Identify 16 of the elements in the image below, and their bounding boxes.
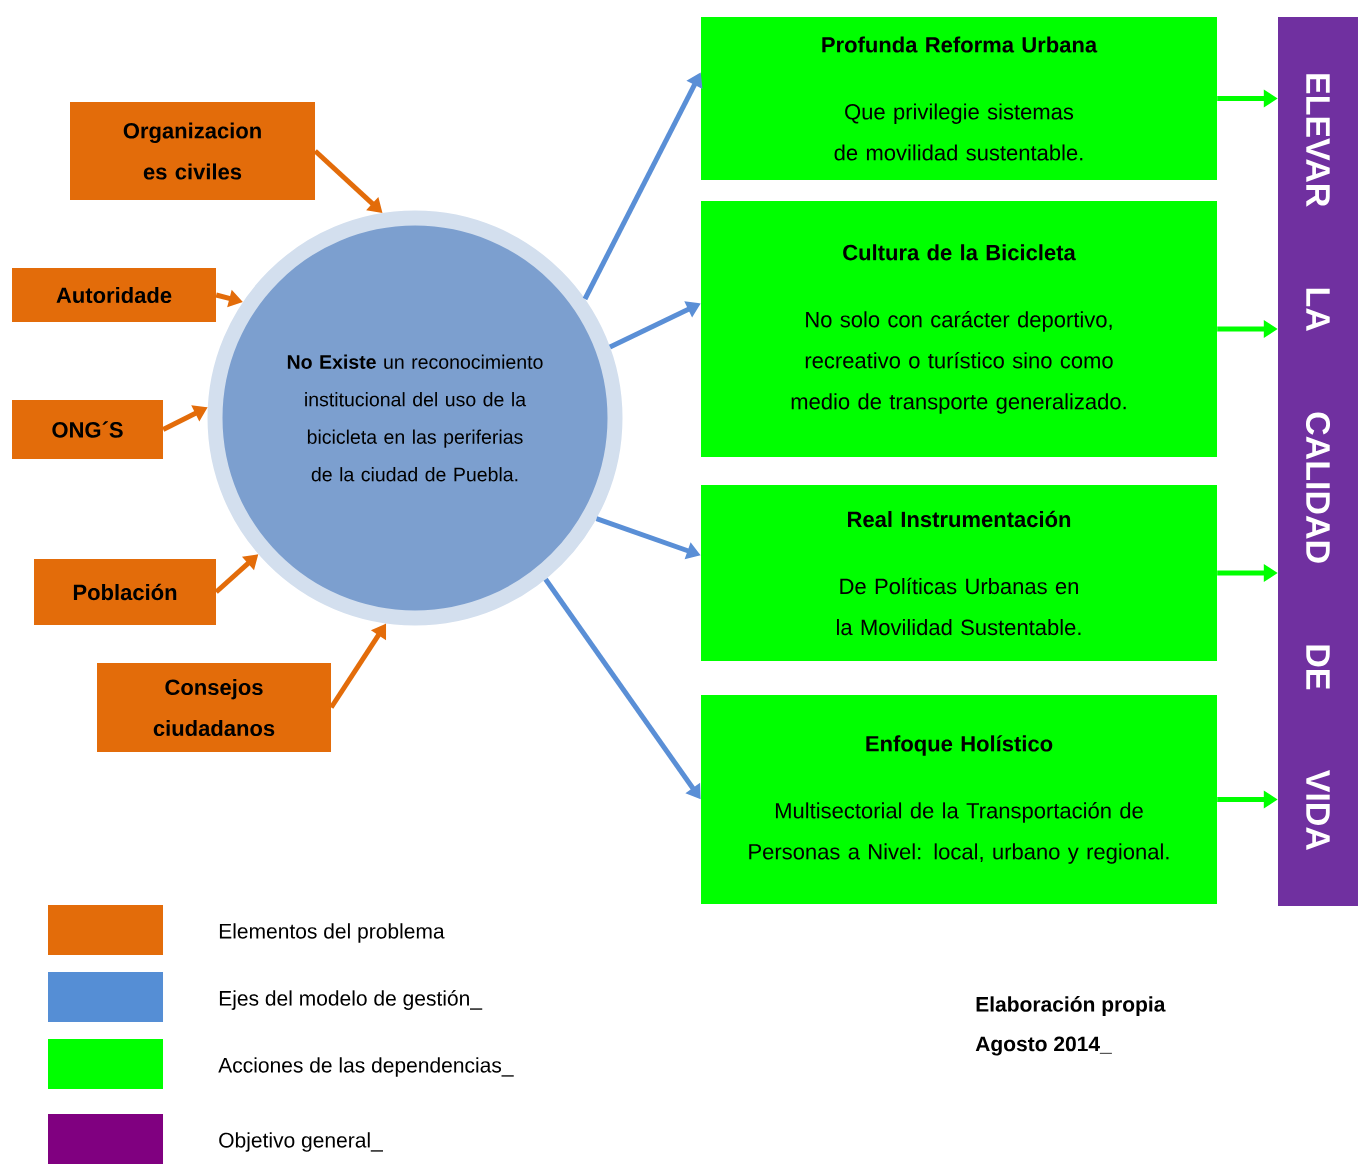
- legend-label: Ejes del modelo de gestión_: [219, 990, 483, 1010]
- legend-label: Acciones de las dependencias_: [218, 1057, 514, 1077]
- note-text: Agosto 2014_: [975, 1036, 1112, 1056]
- problem-box: Población: [34, 559, 216, 625]
- action-box: Cultura de la Bicicleta No solo con carácter deportivo, recreativo o turístico sino como medio de transporte generalizado.: [701, 201, 1217, 457]
- action-box: Real Instrumentación De Políticas Urbanas en la Movilidad Sustentable.: [701, 485, 1217, 661]
- problem-box: ONG´S: [12, 400, 163, 459]
- problem-box: Autoridade: [12, 268, 216, 322]
- legend-label: Objetivo general_: [219, 1132, 383, 1152]
- action-box: Profunda Reforma Urbana Que privilegie sistemas de movilidad sustentable.: [701, 17, 1217, 180]
- problem-box: Consejos ciudadanos: [97, 663, 331, 752]
- problem-box: Organizacion es civiles: [70, 102, 315, 200]
- legend-label: Elementos del problema: [219, 923, 445, 943]
- note-text: Elaboración propia: [976, 996, 1166, 1016]
- action-box: Enfoque Holístico Multisectorial de la Transportación de Personas a Nivel: local, urbano y regional.: [701, 695, 1217, 904]
- goal-band: ELEVAR LA CALIDAD DE VIDA: [1278, 17, 1358, 906]
